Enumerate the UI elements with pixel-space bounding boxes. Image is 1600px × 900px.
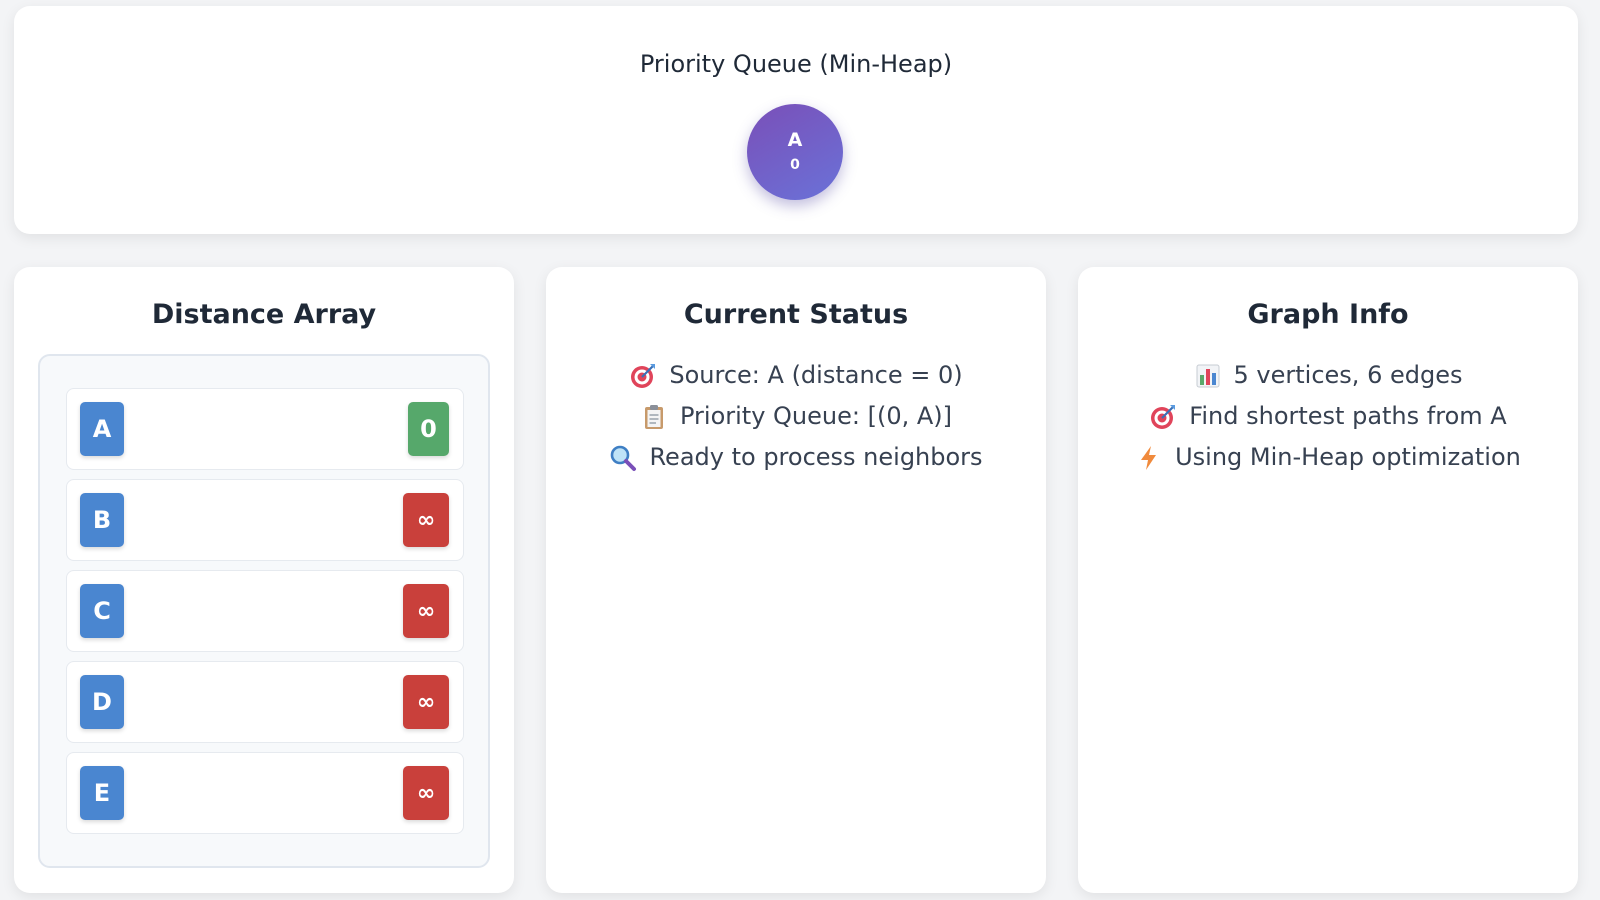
info-line: Find shortest paths from A	[1078, 396, 1578, 437]
info-line-text: Find shortest paths from A	[1189, 402, 1507, 430]
heap-node: A 0	[747, 104, 843, 200]
status-lines: Source: A (distance = 0) Priority Queue:…	[546, 355, 1046, 478]
vertex-badge: A	[80, 402, 124, 456]
vertex-badge: C	[80, 584, 124, 638]
status-line-text: Ready to process neighbors	[649, 443, 983, 471]
distance-row-e: E ∞	[66, 752, 464, 834]
clipboard-icon	[644, 404, 663, 429]
status-line: Priority Queue: [(0, A)]	[546, 396, 1046, 437]
info-line-text: Using Min-Heap optimization	[1175, 443, 1521, 471]
distance-badge: ∞	[403, 766, 449, 820]
priority-queue-title: Priority Queue (Min-Heap)	[639, 50, 953, 78]
vertex-badge: B	[80, 493, 124, 547]
distance-array-list: A 0 B ∞ C ∞ D ∞ E ∞	[38, 354, 490, 868]
distance-array-panel: Distance Array A 0 B ∞ C ∞ D ∞ E ∞	[14, 267, 514, 893]
status-line-text: Source: A (distance = 0)	[669, 361, 963, 389]
bar-chart-icon	[1196, 364, 1220, 387]
target-icon	[1151, 404, 1176, 429]
info-lines: 5 vertices, 6 edges Find shortest paths …	[1078, 355, 1578, 478]
status-line-text: Priority Queue: [(0, A)]	[679, 402, 952, 430]
distance-badge: 0	[408, 402, 449, 456]
distance-badge: ∞	[403, 584, 449, 638]
lightning-icon	[1141, 445, 1157, 470]
distance-row-c: C ∞	[66, 570, 464, 652]
distance-badge: ∞	[403, 493, 449, 547]
status-line: Source: A (distance = 0)	[546, 355, 1046, 396]
info-line-text: 5 vertices, 6 edges	[1233, 361, 1463, 389]
vertex-badge: E	[80, 766, 124, 820]
heap-node-vertex: A	[787, 129, 803, 151]
distance-array-title: Distance Array	[151, 299, 377, 330]
info-line: 5 vertices, 6 edges	[1078, 355, 1578, 396]
status-line: Ready to process neighbors	[546, 437, 1046, 478]
graph-info-title: Graph Info	[1247, 299, 1409, 330]
vertex-badge: D	[80, 675, 124, 729]
current-status-panel: Current Status Source: A (distance = 0) …	[546, 267, 1046, 893]
heap-node-distance: 0	[790, 157, 800, 173]
target-icon	[631, 363, 656, 388]
distance-row-d: D ∞	[66, 661, 464, 743]
graph-info-panel: Graph Info 5 vertices, 6 edges Find shor…	[1078, 267, 1578, 893]
distance-row-b: B ∞	[66, 479, 464, 561]
current-status-title: Current Status	[683, 299, 909, 330]
info-line: Using Min-Heap optimization	[1078, 437, 1578, 478]
distance-row-a: A 0	[66, 388, 464, 470]
distance-badge: ∞	[403, 675, 449, 729]
priority-queue-card: Priority Queue (Min-Heap) A 0	[14, 6, 1578, 234]
magnifier-icon	[611, 445, 637, 471]
